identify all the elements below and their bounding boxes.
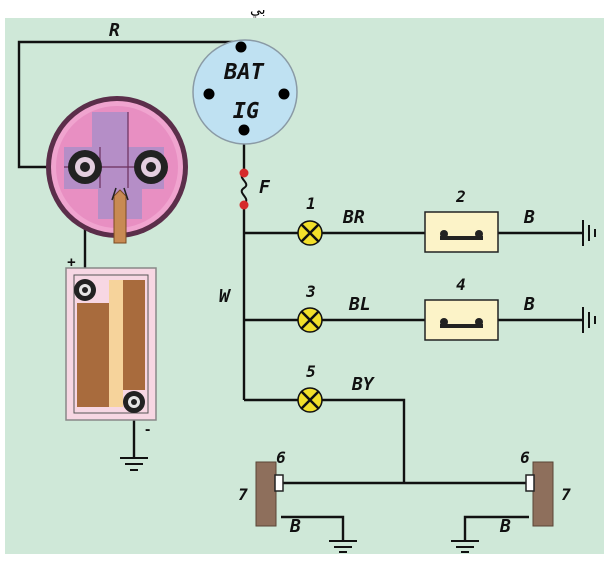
- battery-plate-left: [77, 303, 109, 407]
- bracket-left: [255, 461, 277, 527]
- ignition-switch: BAT IG: [192, 39, 298, 145]
- fuse-top-dot: [239, 168, 249, 178]
- ground-icon-4: [451, 540, 479, 553]
- connector-4: [424, 299, 499, 341]
- connector-label-2: 2: [455, 187, 466, 206]
- wire-label-b-2: B: [523, 294, 535, 315]
- wire-label-b-4: B: [499, 516, 511, 537]
- bracket-label-7-right: 7: [561, 485, 571, 504]
- wire-label-by: BY: [351, 374, 375, 395]
- ground-icon-2: [582, 307, 596, 333]
- switch-terminal-right: [278, 88, 290, 100]
- connector-label-4: 4: [456, 275, 466, 294]
- wire-b-4: [463, 515, 529, 541]
- switch-face: [192, 39, 298, 145]
- battery: + -: [65, 254, 157, 438]
- starter-block-top: [92, 112, 128, 150]
- ig-label: IG: [233, 99, 260, 124]
- top-text: ﺑﻲ: [250, 2, 266, 18]
- ground-icon-3: [329, 540, 357, 553]
- wire-label-bl: BL: [348, 294, 371, 315]
- lamp-3: [297, 307, 323, 333]
- wire-label-w: W: [219, 286, 232, 307]
- battery-minus-label: -: [145, 421, 150, 438]
- connector-2: [424, 211, 499, 253]
- fuse-bottom-dot: [239, 200, 249, 210]
- battery-plate-right: [123, 280, 145, 390]
- bulb-label-6-left: 6: [276, 448, 286, 467]
- battery-ground-icon: [120, 457, 148, 471]
- wire-label-br: BR: [342, 207, 365, 228]
- fuse-element: [240, 172, 248, 205]
- labels: R W 1 3 5 BR BL BY 2 4 B B B B 6 6 7 7: [109, 20, 571, 537]
- switch-terminal-left: [203, 88, 215, 100]
- bracket-right: [532, 461, 554, 527]
- fuse: F: [239, 168, 271, 210]
- lamp-label-1: 1: [306, 194, 316, 213]
- wire-b-3: [281, 515, 345, 541]
- lamp-label-5: 5: [306, 362, 316, 381]
- bracket-label-7-left: 7: [238, 485, 248, 504]
- ground-icon-1: [582, 220, 596, 246]
- bulb-label-6-right: 6: [520, 448, 530, 467]
- wire-label-b-1: B: [523, 207, 535, 228]
- fuse-label: F: [259, 177, 271, 198]
- lamp-5: [297, 387, 323, 413]
- wire-label-b-3: B: [289, 516, 301, 537]
- battery-separator: [109, 280, 123, 407]
- wire-label-r: R: [109, 20, 120, 41]
- bulb-right: [525, 461, 554, 527]
- starter-plunger: [113, 189, 127, 244]
- lamp-label-3: 3: [305, 282, 316, 301]
- starter-motor: [46, 96, 188, 244]
- switch-terminal-top: [235, 41, 247, 53]
- bulb-left: [255, 461, 284, 527]
- lamp-1: [297, 220, 323, 246]
- bulb-right-socket: [525, 474, 535, 492]
- bulb-left-socket: [274, 474, 284, 492]
- battery-plus-label: +: [67, 254, 76, 271]
- ground-symbols: [120, 220, 596, 553]
- switch-terminal-bottom: [238, 124, 250, 136]
- bat-label: BAT: [223, 60, 264, 85]
